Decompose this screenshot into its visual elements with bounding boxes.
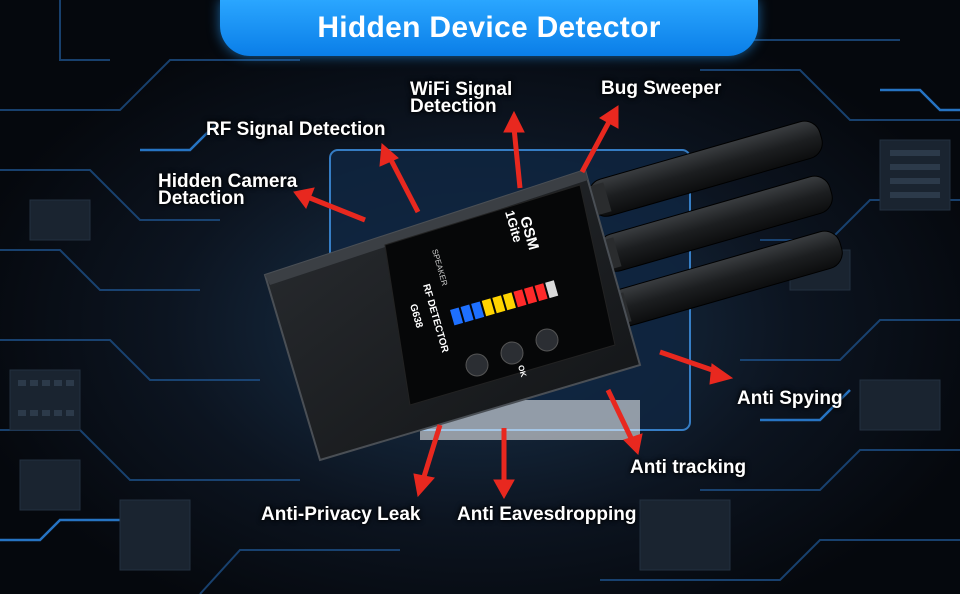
page-title: Hidden Device Detector [317,11,661,44]
label-anti-eavesdropping: Anti Eavesdropping [457,504,637,525]
label-anti-spying: Anti Spying [737,388,843,409]
label-rf-signal-detection: RF Signal Detection [206,119,386,140]
title-banner: Hidden Device Detector [220,0,758,56]
label-wifi-signal-detection: WiFi Signal Detection [410,79,513,117]
label-hidden-camera-detaction: Hidden Camera Detaction [158,171,298,209]
label-bug-sweeper: Bug Sweeper [601,78,722,99]
label-anti-privacy-leak: Anti-Privacy Leak [261,504,421,525]
label-anti-tracking: Anti tracking [630,457,747,478]
